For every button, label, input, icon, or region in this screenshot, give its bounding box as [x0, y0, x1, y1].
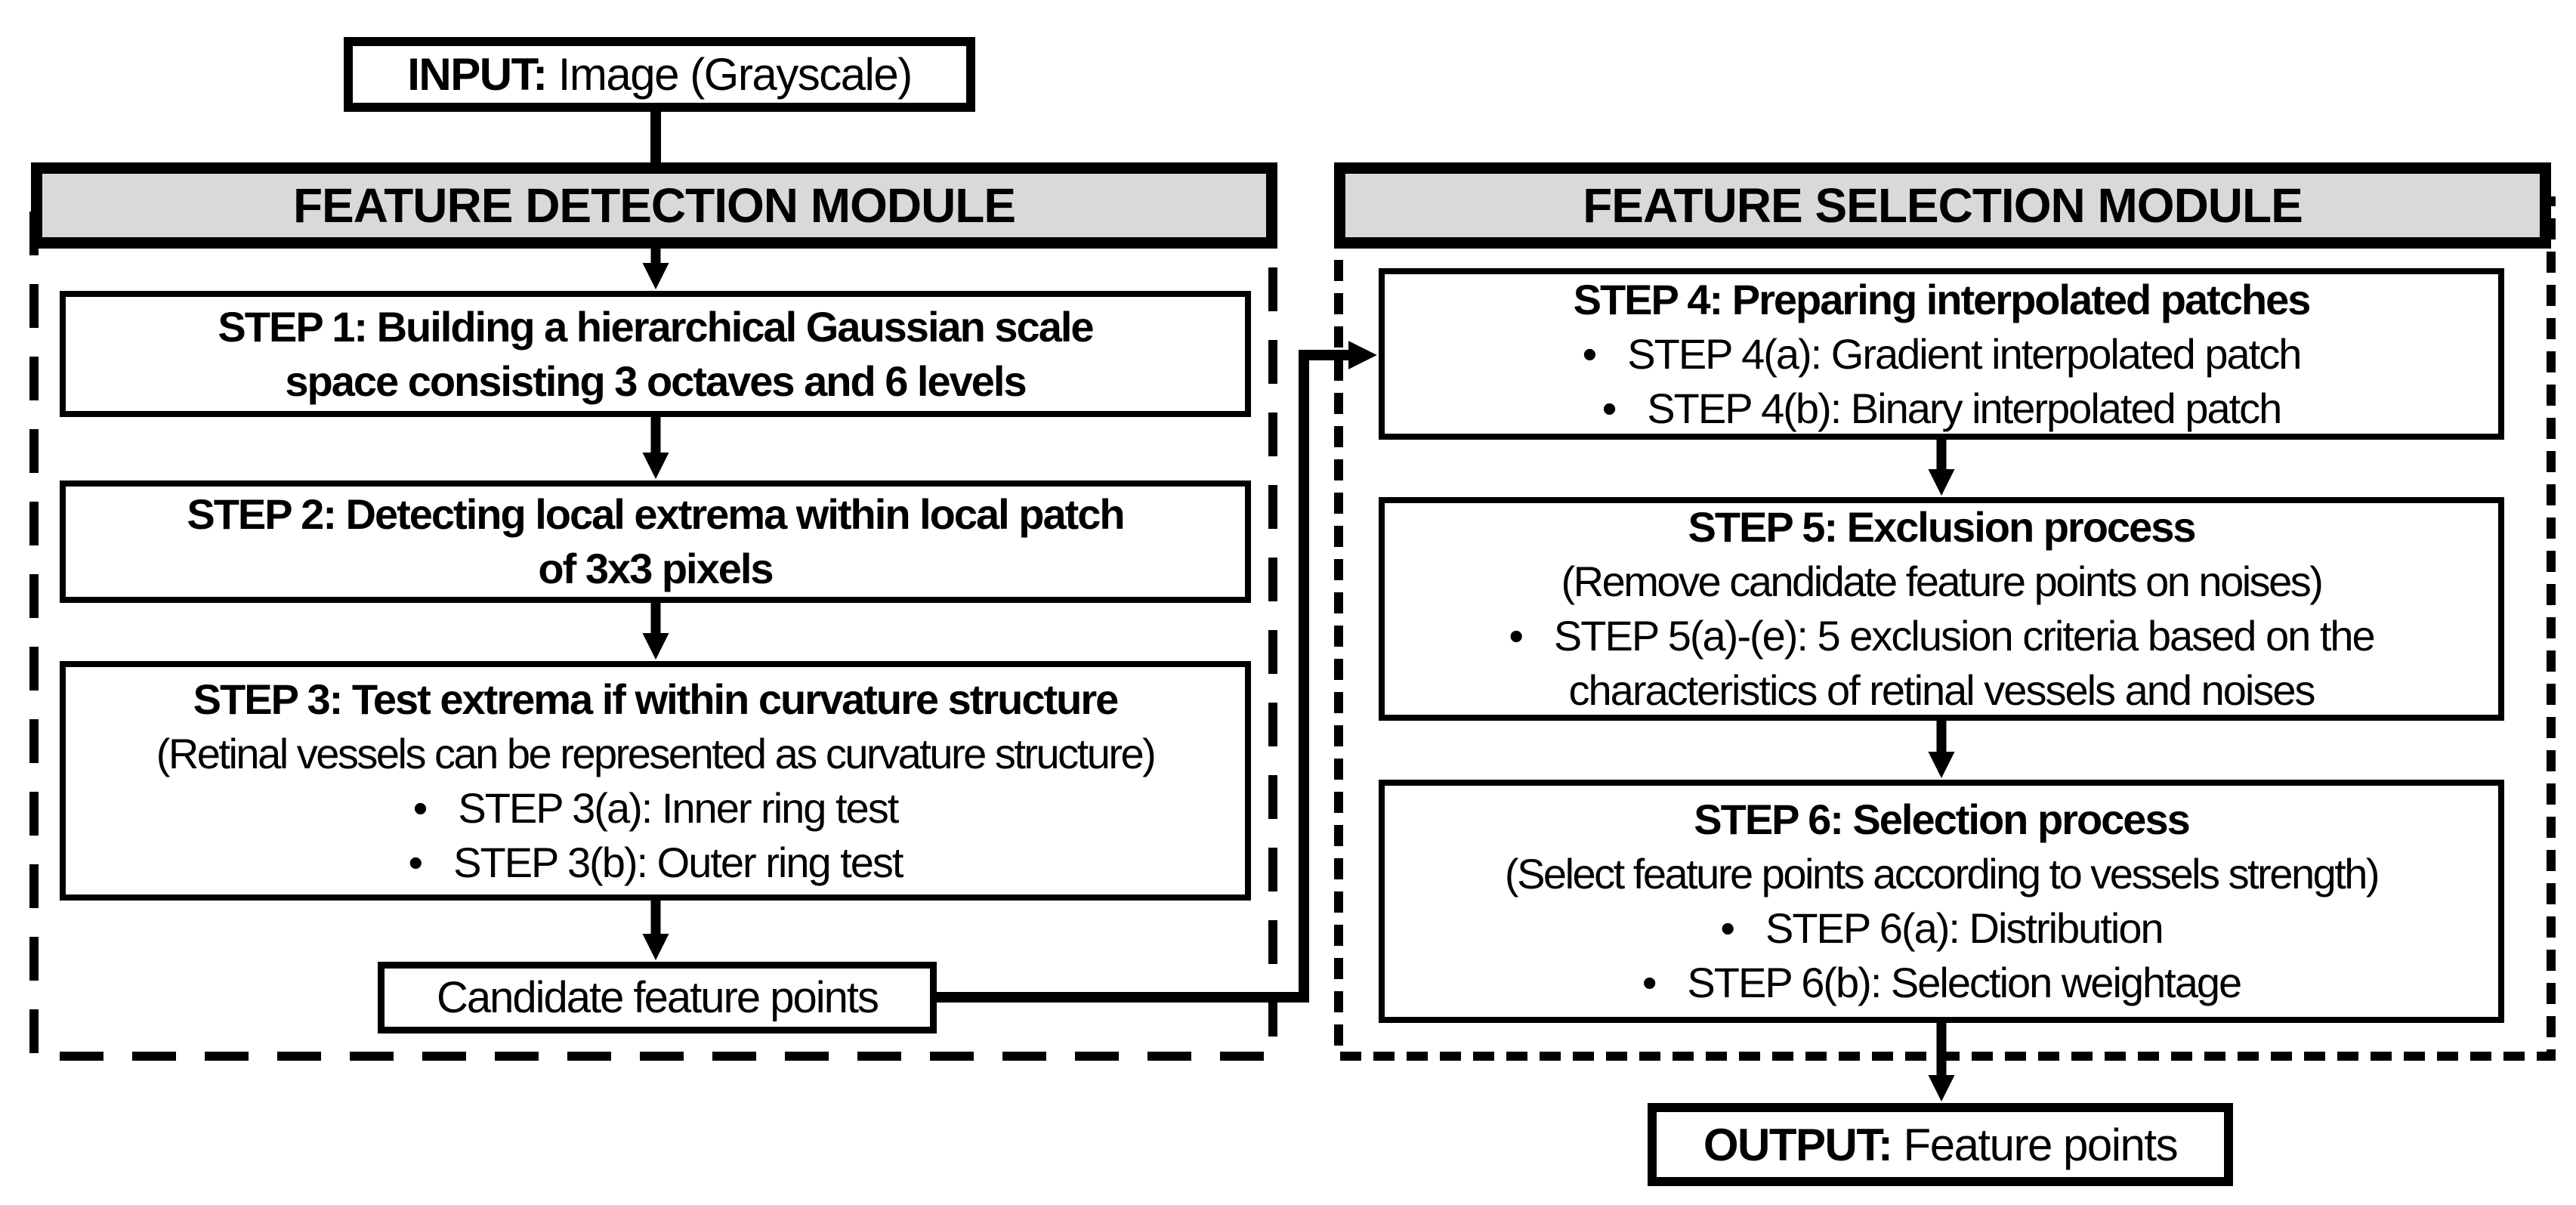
step5-node: STEP 5: Exclusion process (Remove candid…	[1379, 497, 2504, 721]
step3-bullet-a: STEP 3(a): Inner ring test	[413, 781, 899, 836]
step2-node: STEP 2: Detecting local extrema within l…	[60, 480, 1251, 603]
input-node: INPUT: Image (Grayscale)	[344, 37, 975, 112]
selection-module-header: FEATURE SELECTION MODULE	[1334, 162, 2551, 249]
output-label-text: Feature points	[1892, 1119, 2179, 1170]
input-label-prefix: INPUT:	[407, 49, 548, 100]
selection-module-title: FEATURE SELECTION MODULE	[1583, 178, 2303, 233]
candidate-label: Candidate feature points	[437, 973, 879, 1022]
step4-bullet-b: STEP 4(b): Binary interpolated patch	[1602, 382, 2282, 436]
step2-line2: of 3x3 pixels	[538, 545, 774, 592]
step1-node: STEP 1: Building a hierarchical Gaussian…	[60, 291, 1251, 417]
step6-bullet-b: STEP 6(b): Selection weightage	[1642, 956, 2242, 1010]
step3-note: (Retinal vessels can be represented as c…	[156, 729, 1157, 777]
candidate-feature-points-node: Candidate feature points	[378, 962, 937, 1034]
step6-bullet-a: STEP 6(a): Distribution	[1720, 901, 2164, 956]
arrow-candidate-to-step4	[937, 341, 1377, 1003]
step4-bullet-a: STEP 4(a): Gradient interpolated patch	[1583, 327, 2302, 382]
step6-note: (Select feature points according to vess…	[1504, 850, 2380, 898]
step6-title: STEP 6: Selection process	[1694, 796, 2190, 843]
step5-bullet-line2: characteristics of retinal vessels and n…	[1568, 666, 2316, 714]
step3-bullet-b: STEP 3(b): Outer ring test	[409, 836, 903, 890]
step3-title: STEP 3: Test extrema if within curvature…	[193, 675, 1120, 723]
step1-line1: STEP 1: Building a hierarchical Gaussian…	[218, 302, 1094, 351]
detection-module-header: FEATURE DETECTION MODULE	[31, 162, 1277, 249]
step1-line2: space consisting 3 octaves and 6 levels	[285, 357, 1027, 405]
output-label-prefix: OUTPUT:	[1703, 1119, 1893, 1170]
step5-bullet-line1: STEP 5(a)-(e): 5 exclusion criteria base…	[1509, 609, 2376, 663]
input-label-text: Image (Grayscale)	[546, 49, 913, 100]
step4-title: STEP 4: Preparing interpolated patches	[1573, 275, 2312, 323]
step2-line1: STEP 2: Detecting local extrema within l…	[187, 490, 1125, 538]
step4-node: STEP 4: Preparing interpolated patches S…	[1379, 268, 2504, 440]
step6-node: STEP 6: Selection process (Select featur…	[1379, 780, 2504, 1023]
step5-title: STEP 5: Exclusion process	[1688, 503, 2196, 551]
detection-module-title: FEATURE DETECTION MODULE	[292, 178, 1016, 233]
output-node: OUTPUT: Feature points	[1648, 1103, 2233, 1186]
step3-node: STEP 3: Test extrema if within curvature…	[60, 661, 1251, 901]
step5-note: (Remove candidate feature points on nois…	[1561, 558, 2324, 605]
